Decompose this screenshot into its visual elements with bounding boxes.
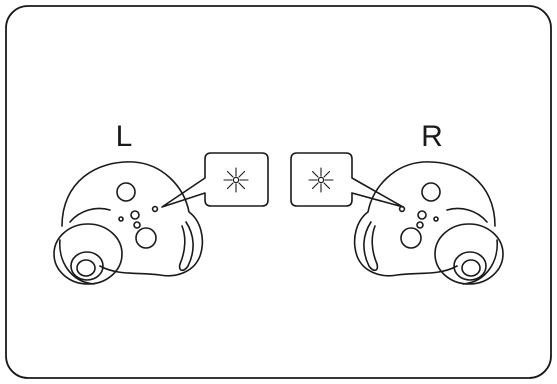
diagram-frame — [5, 5, 552, 379]
right-callout-bubble — [290, 152, 404, 208]
right-top-sensor — [421, 182, 441, 202]
right-mic-dot-1 — [417, 210, 427, 220]
led-light-icon — [308, 167, 334, 193]
right-earbud-body — [353, 161, 496, 277]
left-mic-dot-1 — [130, 210, 140, 220]
right-ear-tip-outer — [434, 223, 504, 285]
left-earbud — [53, 161, 204, 285]
left-ear-tip-stem — [59, 239, 95, 285]
left-led-indicator — [151, 205, 159, 213]
left-ear-tip-hole — [76, 259, 96, 277]
left-callout-bubble — [161, 152, 269, 208]
right-bottom-sensor — [400, 227, 422, 249]
right-earbud-label: R — [421, 120, 443, 153]
right-earbud-rim — [446, 207, 488, 223]
right-ear-tip-stem — [462, 239, 498, 285]
right-ear-tip-hole — [461, 259, 481, 277]
right-mic-dot-2 — [416, 221, 424, 229]
right-earbud — [353, 161, 504, 285]
left-earbud-body — [61, 161, 204, 277]
left-earbud-wing — [178, 221, 194, 272]
left-led-callout — [161, 152, 269, 208]
left-earbud-label: L — [116, 120, 133, 153]
right-mic-dot-3 — [433, 216, 439, 222]
right-led-callout — [290, 152, 404, 208]
right-earbud-wing — [363, 221, 379, 272]
led-light-icon — [223, 167, 249, 193]
left-mic-dot-3 — [118, 216, 124, 222]
left-bottom-sensor — [135, 227, 157, 249]
left-ear-tip-nozzle — [70, 251, 104, 281]
left-mic-dot-2 — [133, 221, 141, 229]
right-ear-tip-nozzle — [453, 251, 487, 281]
left-earbud-rim — [69, 207, 111, 223]
left-top-sensor — [116, 182, 136, 202]
left-ear-tip-outer — [53, 223, 123, 285]
